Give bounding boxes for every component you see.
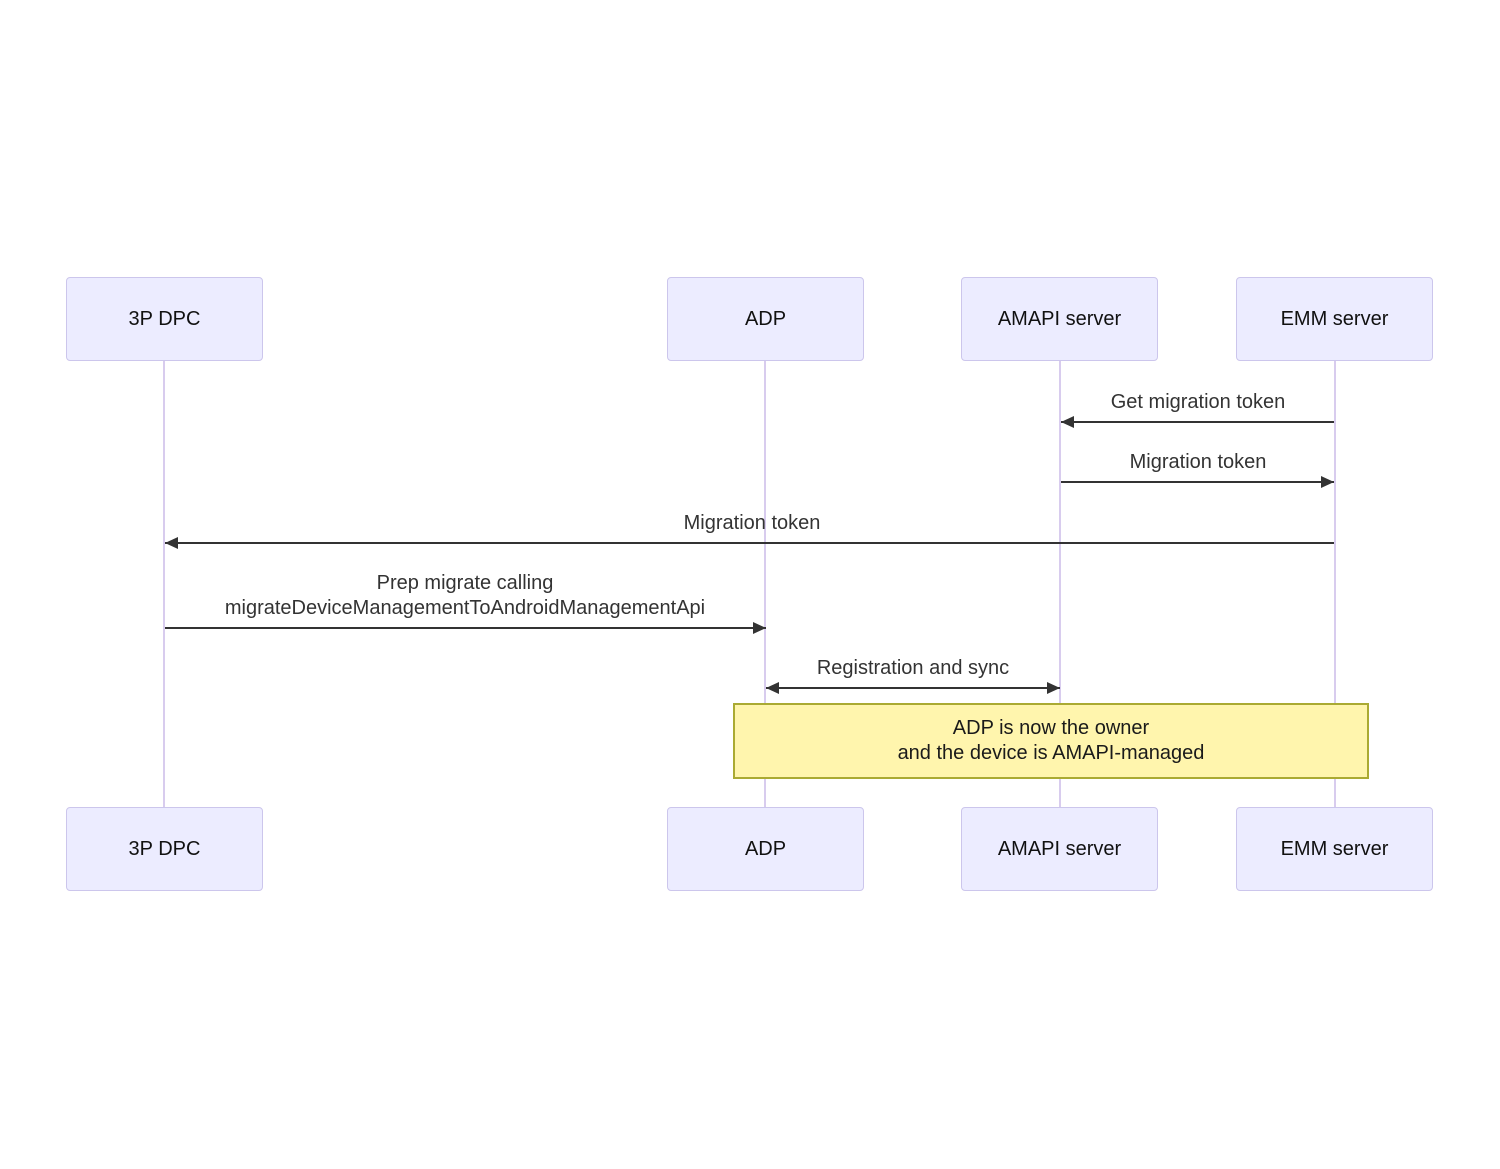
actor-adp-top: ADP [667,277,864,361]
arrow-shaft [165,542,1334,544]
arrow-shaft [766,687,1060,689]
actor-emm-server-top: EMM server [1236,277,1433,361]
arrowhead-right-icon [1321,476,1334,488]
actor-3p-dpc-top: 3P DPC [66,277,263,361]
arrow-migration-token-to-emm [1061,476,1334,488]
arrow-registration-and-sync [766,682,1060,694]
message-label-migration-token-to-dpc: Migration token [683,512,821,534]
arrow-shaft [1061,481,1334,483]
actor-adp-bottom: ADP [667,807,864,891]
arrow-prep-migrate [165,622,766,634]
message-label-prep-migrate: Prep migrate calling migrateDeviceManage… [224,572,706,619]
arrowhead-left-icon [1061,416,1074,428]
actor-label: 3P DPC [128,837,201,860]
lifeline-3p-dpc [163,361,165,807]
actor-label: AMAPI server [997,837,1122,860]
message-label-registration-and-sync: Registration and sync [816,657,1010,679]
arrowhead-left-icon [766,682,779,694]
note-adp-owner: ADP is now the owner and the device is A… [733,703,1369,779]
actor-label: AMAPI server [997,307,1122,330]
actor-label: ADP [744,307,787,330]
actor-label: 3P DPC [128,307,201,330]
lifeline-adp [764,361,766,807]
message-label-migration-token-to-emm: Migration token [1129,451,1267,473]
arrowhead-right-icon [753,622,766,634]
actor-amapi-server-bottom: AMAPI server [961,807,1158,891]
arrow-shaft [1061,421,1334,423]
actor-emm-server-bottom: EMM server [1236,807,1433,891]
note-text: ADP is now the owner and the device is A… [897,717,1205,764]
lifeline-amapi-server [1059,361,1061,807]
arrowhead-right-icon [1047,682,1060,694]
arrow-get-migration-token [1061,416,1334,428]
message-label-get-migration-token: Get migration token [1110,391,1286,413]
lifeline-emm-server [1334,361,1336,807]
arrowhead-left-icon [165,537,178,549]
actor-3p-dpc-bottom: 3P DPC [66,807,263,891]
arrow-migration-token-to-dpc [165,537,1334,549]
actor-label: ADP [744,837,787,860]
actor-label: EMM server [1280,837,1389,860]
actor-label: EMM server [1280,307,1389,330]
arrow-shaft [165,627,766,629]
actor-amapi-server-top: AMAPI server [961,277,1158,361]
